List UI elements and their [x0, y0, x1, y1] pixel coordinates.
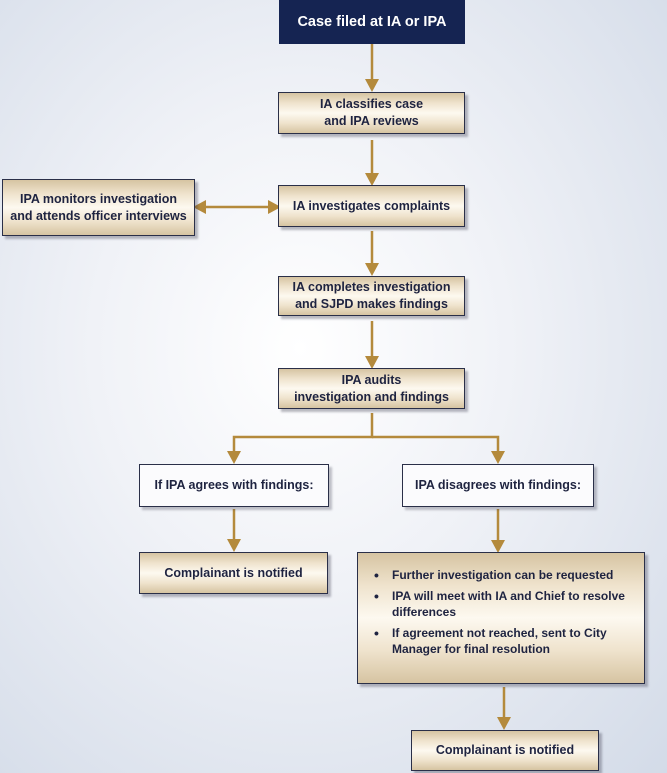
resolution-list: Further investigation can be requested I… — [372, 567, 632, 662]
notified-left-label: Complainant is notified — [164, 565, 303, 580]
classify-line-2: and IPA reviews — [324, 114, 419, 128]
audit-box: IPA audits investigation and findings — [278, 368, 465, 409]
monitor-line-2: and attends officer interviews — [10, 208, 187, 223]
monitor-line-1: IPA monitors investigation — [20, 191, 177, 206]
arrowhead — [491, 451, 505, 464]
resolution-item: Further investigation can be requested — [372, 567, 632, 583]
investigate-box: IA investigates complaints — [278, 185, 465, 227]
notified-right-label: Complainant is notified — [435, 743, 575, 757]
arrow-audit-split — [232, 413, 374, 452]
agrees-box: If IPA agrees with findings: — [139, 464, 329, 507]
arrowhead — [193, 200, 206, 214]
resolution-item: If agreement not reached, sent to City M… — [372, 625, 632, 657]
disagrees-label: IPA disagrees with findings: — [415, 478, 581, 492]
resolution-box: Further investigation can be requested I… — [357, 552, 645, 684]
audit-line-2: investigation and findings — [294, 389, 449, 404]
notified-right-box: Complainant is notified — [411, 730, 599, 771]
arrowhead — [227, 539, 241, 552]
complete-box: IA completes investigation and SJPD make… — [278, 276, 465, 316]
arrowhead — [365, 356, 379, 369]
arrow-audit-split-right — [372, 435, 500, 452]
audit-line-1: IPA audits — [341, 372, 402, 387]
arrowhead — [365, 263, 379, 276]
arrowhead — [491, 540, 505, 553]
agrees-label: If IPA agrees with findings: — [154, 478, 314, 492]
arrowhead — [227, 451, 241, 464]
resolution-item: IPA will meet with IA and Chief to resol… — [372, 588, 632, 620]
complete-line-1: IA completes investigation — [292, 280, 451, 294]
disagrees-box: IPA disagrees with findings: — [402, 464, 594, 507]
case-filed-label: Case filed at IA or IPA — [297, 13, 447, 30]
classify-box: IA classifies case and IPA reviews — [278, 92, 465, 134]
investigate-label: IA investigates complaints — [292, 198, 451, 213]
arrowhead — [268, 200, 281, 214]
classify-line-1: IA classifies case — [319, 97, 424, 111]
arrowhead — [497, 717, 511, 730]
complete-line-2: and SJPD makes findings — [295, 297, 448, 311]
arrowhead — [365, 79, 379, 92]
case-filed-box: Case filed at IA or IPA — [279, 0, 465, 44]
notified-left-box: Complainant is notified — [139, 552, 328, 594]
arrowhead — [365, 173, 379, 186]
monitor-box: IPA monitors investigation and attends o… — [2, 179, 195, 236]
